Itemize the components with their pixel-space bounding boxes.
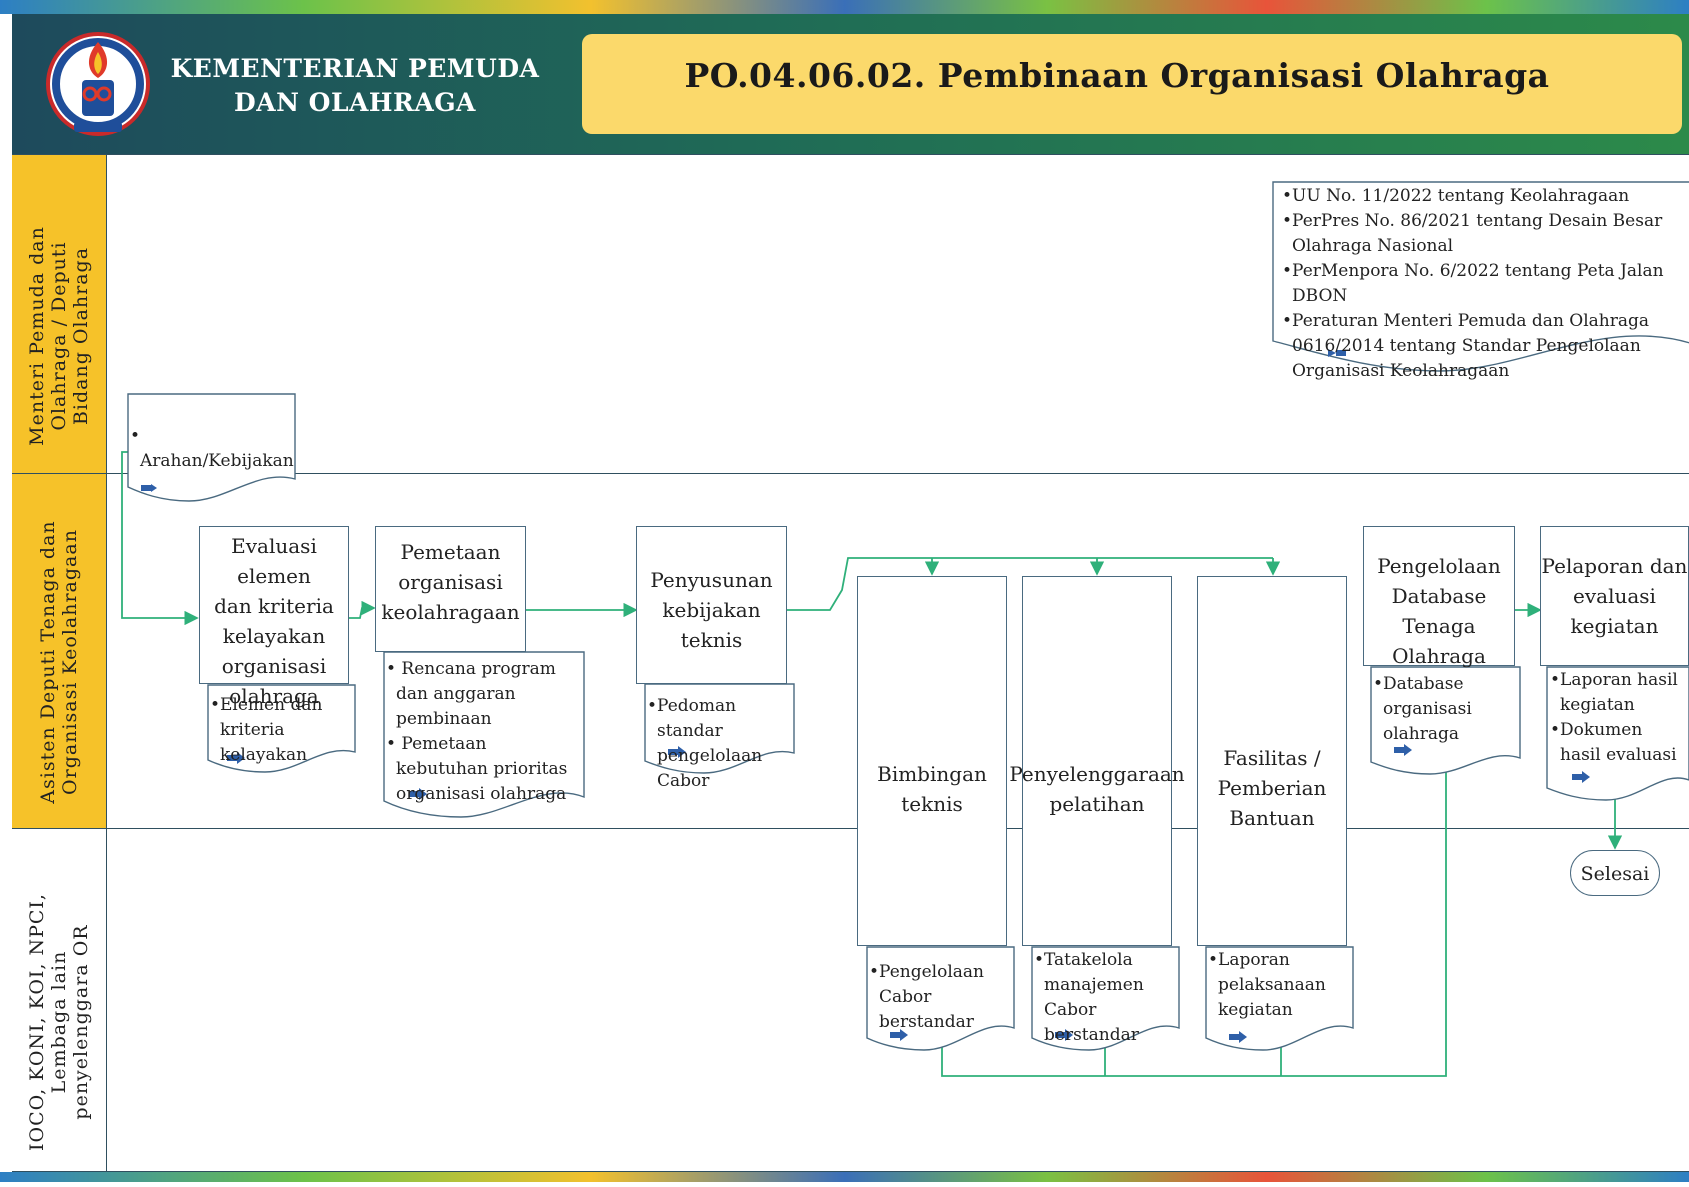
penyusunan-line-2: kebijakan teknis (662, 598, 761, 652)
evaluasi-line-3: kelayakan (222, 624, 326, 648)
lane-label-separator (106, 154, 107, 1172)
lane-border-top (12, 154, 1689, 155)
doc-laporan-hasil-text: •Laporan hasil kegiatan •Dokumen hasil e… (1550, 668, 1685, 768)
laporan-pelaksanaan-item-1: •Laporan pelaksanaan kegiatan (1208, 950, 1326, 1020)
doc-regulasi-text: •UU No. 11/2022 tentang Keolahragaan •Pe… (1282, 184, 1686, 384)
doc-rencana-text: • Rencana program dan anggaran pembinaan… (386, 657, 582, 807)
regulasi-item-2: •PerPres No. 86/2021 tentang Desain Besa… (1282, 211, 1663, 256)
process-fasilitas: Fasilitas / Pemberian Bantuan (1197, 576, 1347, 946)
process-pengelolaan-database: Pengelolaan Database Tenaga Olahraga (1363, 526, 1515, 668)
pemetaan-line-2: organisasi (398, 570, 503, 594)
ministry-line-2: DAN OLAHRAGA (234, 88, 476, 117)
evaluasi-line-4: organisasi (221, 654, 327, 678)
process-evaluasi: Evaluasi elemen dan kriteria kelayakan o… (199, 526, 349, 708)
lane-label-koni: IOCO, KONI, KOI, NPCI, Lembaga lain peny… (12, 828, 106, 1173)
doc-arahan-text: • Arahan/Kebijakan (130, 424, 294, 474)
pelaporan-line-3: kegiatan (1570, 614, 1659, 638)
arrow-penyusunan-to-branches (787, 557, 1273, 611)
process-pelaporan: Pelaporan dan evaluasi kegiatan (1540, 526, 1689, 666)
doc-tatakelola (1031, 946, 1180, 1051)
regulasi-item-4: •Peraturan Menteri Pemuda dan Olahraga 0… (1282, 311, 1650, 381)
doc-database (1370, 666, 1521, 775)
ministry-line-1: KEMENTERIAN PEMUDA (170, 54, 540, 83)
lane-border-1 (12, 473, 1689, 474)
fasilitas-line-2: Pemberian (1217, 776, 1327, 800)
pengelolaan-line-2: Database (1391, 584, 1487, 608)
top-color-stripe (0, 0, 1689, 14)
tatakelola-item-1: •Tatakelola manajemen Cabor berstandar (1034, 950, 1144, 1045)
database-item-1: •Database organisasi olahraga (1373, 674, 1472, 744)
doc-rencana (383, 651, 585, 818)
arahan-item-1: • Arahan/Kebijakan (130, 426, 294, 471)
arrow-arahan-to-evaluasi (121, 451, 199, 626)
pedoman-item-1: •Pedoman standar pengelolaan Cabor (647, 696, 763, 791)
penyelenggaraan-line-1: Penyelenggaraan (1009, 762, 1185, 786)
doc-arahan (127, 393, 296, 502)
doc-pedoman-text: •Pedoman standar pengelolaan Cabor (647, 694, 795, 794)
rencana-item-1: • Rencana program dan anggaran pembinaan (386, 659, 556, 729)
pengelolaan-line-1: Pengelolaan (1377, 554, 1501, 578)
bimbingan-line-2: teknis (901, 792, 963, 816)
fasilitas-line-3: Bantuan (1229, 806, 1315, 830)
evaluasi-line-5: olahraga (229, 684, 319, 708)
penyelenggaraan-line-2: pelatihan (1049, 792, 1145, 816)
doc-pengelolaan-cabor-text: •Pengelolaan Cabor berstandar (869, 960, 1015, 1035)
doc-laporan-hasil (1546, 666, 1689, 801)
doc-regulasi (1272, 181, 1689, 372)
process-penyelenggaraan: Penyelenggaraan pelatihan (1009, 576, 1185, 946)
lane-border-bottom (12, 1171, 1689, 1172)
arrow-evaluasi-to-pemetaan (348, 600, 376, 619)
terminal-selesai: Selesai (1570, 850, 1660, 896)
doc-laporan-pelaksanaan (1205, 946, 1354, 1051)
pengelolaan-line-3: Tenaga Olahraga (1392, 614, 1486, 668)
pelaporan-line-1: Pelaporan dan (1541, 554, 1688, 578)
regulasi-item-1: •UU No. 11/2022 tentang Keolahragaan (1282, 186, 1630, 206)
doc-tatakelola-text: •Tatakelola manajemen Cabor berstandar (1034, 948, 1180, 1048)
doc-database-text: •Database organisasi olahraga (1373, 672, 1493, 747)
pemetaan-line-1: Pemetaan (400, 540, 501, 564)
ministry-emblem-icon (46, 32, 150, 136)
pengelolaan-cabor-item-1: •Pengelolaan Cabor berstandar (869, 962, 984, 1032)
doc-elemen-text: •Elemen dan kriteria kelayakan (210, 693, 356, 768)
doc-laporan-pelaksanaan-text: •Laporan pelaksanaan kegiatan (1208, 948, 1328, 1023)
regulasi-item-3: •PerMenpora No. 6/2022 tentang Peta Jala… (1282, 261, 1664, 306)
lane-label-menteri: Menteri Pemuda dan Olahraga / Deputi Bid… (12, 154, 106, 474)
doc-elemen (207, 684, 356, 773)
bottom-color-stripe (0, 1172, 1689, 1182)
laporan-hasil-item-1: •Laporan hasil kegiatan (1550, 670, 1678, 715)
evaluasi-line-1: Evaluasi elemen (231, 534, 317, 588)
pelaporan-line-2: evaluasi (1573, 584, 1656, 608)
laporan-hasil-item-2: •Dokumen hasil evaluasi (1550, 720, 1677, 765)
title-box (582, 34, 1682, 134)
doc-pedoman (644, 683, 795, 774)
arrow-outputs-to-database (941, 732, 1454, 1077)
page-title: PO.04.06.02. Pembinaan Organisasi Olahra… (684, 56, 1550, 95)
bimbingan-line-1: Bimbingan (877, 762, 987, 786)
fasilitas-line-1: Fasilitas / (1223, 746, 1321, 770)
lane-border-2 (12, 828, 1689, 829)
doc-pengelolaan-cabor (866, 946, 1015, 1051)
process-bimbingan: Bimbingan teknis (857, 576, 1007, 946)
elemen-item-1: •Elemen dan kriteria kelayakan (210, 695, 323, 765)
process-penyusunan: Penyusunan kebijakan teknis (636, 526, 787, 684)
pemetaan-line-3: keolahragaan (381, 600, 520, 624)
evaluasi-line-2: dan kriteria (214, 594, 334, 618)
penyusunan-line-1: Penyusunan (650, 568, 773, 592)
rencana-item-2: • Pemetaan kebutuhan prioritas organisas… (386, 734, 568, 804)
process-pemetaan: Pemetaan organisasi keolahragaan (375, 526, 526, 652)
ministry-name: KEMENTERIAN PEMUDA DAN OLAHRAGA (165, 52, 545, 120)
